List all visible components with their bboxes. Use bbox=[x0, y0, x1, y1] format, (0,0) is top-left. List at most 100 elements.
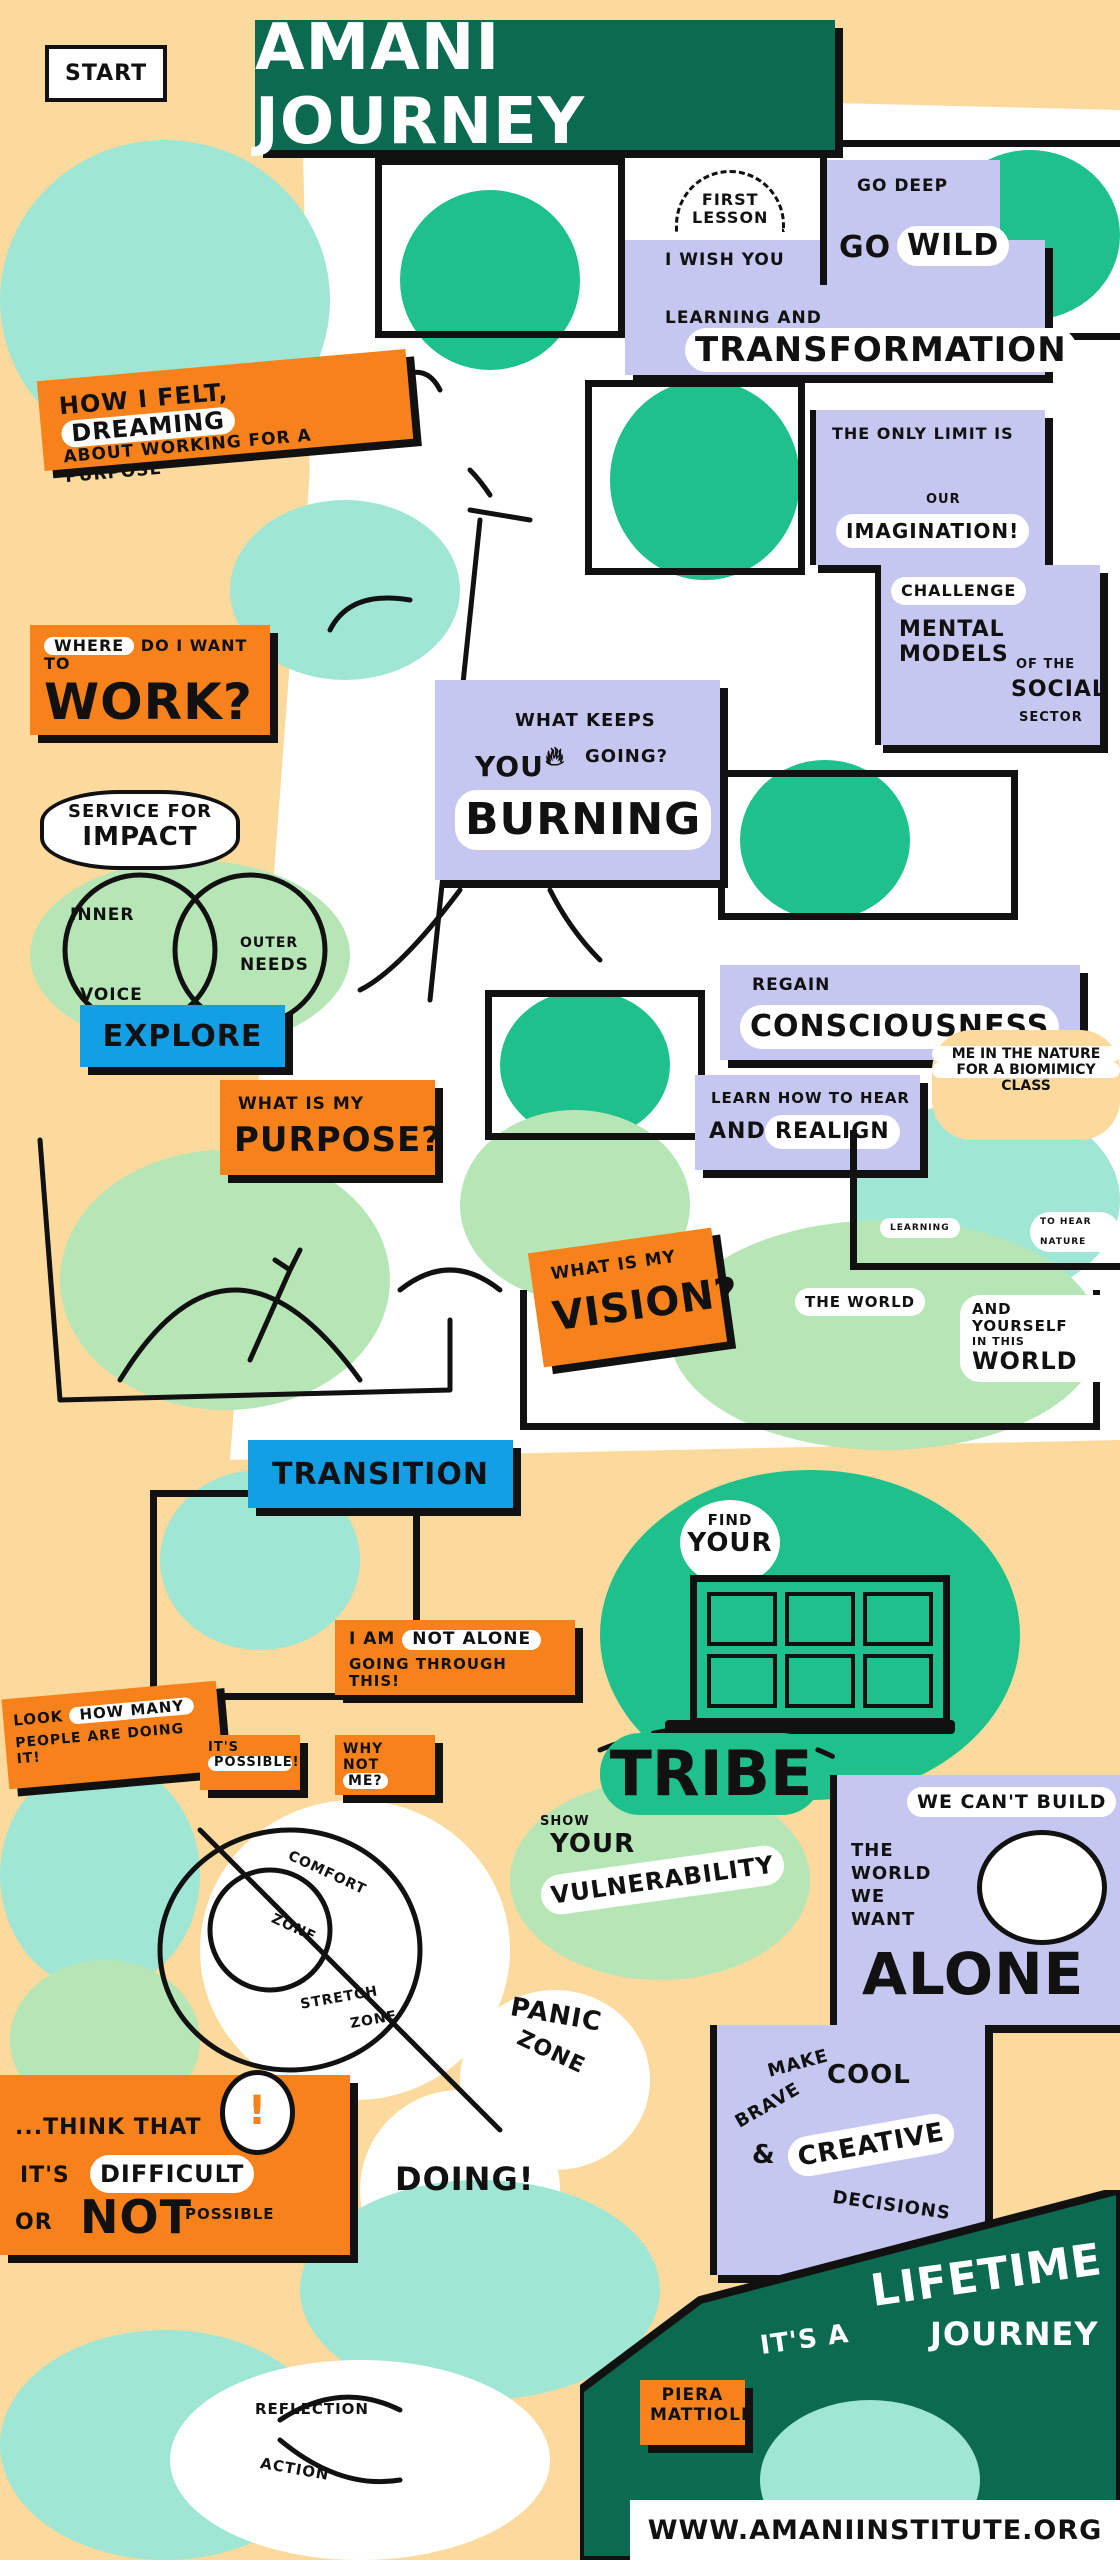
alone-world: WORLD bbox=[851, 1863, 932, 1884]
start-label: START bbox=[45, 45, 168, 102]
venn-voice: VOICE bbox=[80, 985, 143, 1005]
mental-models-card: CHALLENGE MENTAL MODELS OF THE SOCIAL SE… bbox=[875, 565, 1106, 745]
limit-imagination: IMAGINATION! bbox=[836, 514, 1030, 548]
nature-line3: CLASS bbox=[1001, 1078, 1051, 1095]
vulnerability-label: SHOW YOUR VULNERABILITY bbox=[538, 1814, 787, 1917]
difficult-not: NOT bbox=[80, 2190, 192, 2244]
alone-cant: WE CAN'T BUILD bbox=[907, 1787, 1117, 1817]
avatar-blob bbox=[740, 760, 910, 920]
why-label: WHY bbox=[343, 1741, 384, 1757]
venn-inner: INNER bbox=[70, 905, 135, 925]
possible-word: POSSIBLE! bbox=[208, 1755, 299, 1771]
go-wild-card: GO DEEP GO WILD bbox=[820, 160, 1010, 285]
go-deep-label: GO DEEP bbox=[857, 176, 949, 196]
video-frame bbox=[485, 990, 705, 1140]
possible-card: IT'S POSSIBLE! bbox=[200, 1735, 300, 1790]
realign-card: LEARN HOW TO HEAR AND REALIGN bbox=[695, 1075, 920, 1170]
work-where: WHERE bbox=[44, 636, 135, 656]
website-link[interactable]: WWW.AMANIINSTITUTE.ORG bbox=[630, 2500, 1120, 2560]
globe-icon bbox=[977, 1830, 1107, 1945]
explore-label: EXPLORE bbox=[80, 1005, 285, 1067]
alone-card: WE CAN'T BUILD THE WORLD WE WANT ALONE bbox=[830, 1775, 1120, 2025]
venn-needs: NEEDS bbox=[240, 955, 309, 975]
vision-world2: WORLD bbox=[972, 1347, 1078, 1376]
venn-outer: OUTER bbox=[240, 935, 299, 951]
difficult-word: DIFFICULT bbox=[90, 2155, 255, 2193]
not-alone-card: I AM NOT ALONE GOING THROUGH THIS! bbox=[335, 1620, 575, 1695]
alone-word: ALONE bbox=[862, 1940, 1085, 2008]
tribe-word: TRIBE bbox=[600, 1733, 822, 1815]
avatar-blob bbox=[610, 380, 800, 580]
imagination-card: THE ONLY LIMIT IS OUR IMAGINATION! bbox=[810, 410, 1045, 565]
realign-line1: LEARN HOW TO HEAR bbox=[711, 1089, 910, 1107]
difficult-possible: POSSIBLE bbox=[185, 2205, 275, 2223]
nature-bubble: ME IN THE NATURE FOR A BIOMIMICY CLASS bbox=[932, 1030, 1120, 1140]
wild-label: WILD bbox=[897, 226, 1010, 266]
doing-label: DOING! bbox=[395, 2160, 535, 2198]
purpose-word: PURPOSE? bbox=[234, 1120, 442, 1160]
laptop-icon bbox=[690, 1575, 950, 1725]
work-word: WORK? bbox=[44, 672, 253, 731]
author-card: PIERA MATTIOLI bbox=[640, 2380, 749, 2445]
avatar-blob bbox=[400, 190, 580, 370]
burning-you: YOU bbox=[475, 750, 544, 783]
blob bbox=[0, 1760, 200, 1990]
cycle-blob bbox=[170, 2360, 550, 2560]
how-many-look: LOOK bbox=[12, 1707, 65, 1730]
difficult-or: OR bbox=[15, 2210, 53, 2235]
possible-its: IT'S bbox=[208, 1740, 240, 1755]
mental-models: MENTAL MODELS bbox=[899, 617, 1009, 667]
nature-frame bbox=[850, 1130, 1120, 1270]
not-alone-word: NOT ALONE bbox=[402, 1629, 542, 1650]
nature-learning: LEARNING bbox=[880, 1218, 960, 1238]
vision-yourself-line: AND YOURSELF bbox=[972, 1300, 1068, 1336]
transition-label: TRANSITION bbox=[248, 1440, 513, 1508]
work-line1: DO I WANT TO bbox=[44, 636, 248, 674]
realign-and: AND bbox=[709, 1119, 766, 1144]
burning-card: WHAT KEEPS YOU 🔥︎ GOING? BURNING bbox=[435, 680, 720, 880]
burning-going: GOING? bbox=[585, 746, 669, 767]
go-label: GO bbox=[839, 230, 892, 265]
consciousness-regain: REGAIN bbox=[752, 975, 831, 995]
find-your-bubble: FIND YOUR bbox=[680, 1500, 780, 1585]
tribe-find: FIND bbox=[707, 1511, 753, 1529]
mental-sector: SECTOR bbox=[1019, 710, 1083, 725]
vision-world: THE WORLD bbox=[795, 1288, 926, 1316]
purpose-card: WHAT IS MY PURPOSE? bbox=[220, 1080, 441, 1175]
venn-service: SERVICE FOR bbox=[68, 801, 212, 822]
lifetime-journey: JOURNEY bbox=[930, 2315, 1099, 2353]
limit-our: OUR bbox=[926, 492, 961, 507]
vulnerability-show: SHOW bbox=[540, 1814, 590, 1829]
page-title: AMANI JOURNEY bbox=[255, 11, 835, 159]
flame-icon: 🔥︎ bbox=[545, 742, 566, 772]
how-many-card: LOOK HOW MANY PEOPLE ARE DOING IT! bbox=[1, 1680, 224, 1790]
mound-blob bbox=[60, 1150, 390, 1410]
decisions-brave: BRAVE bbox=[731, 2078, 804, 2133]
alone-the: THE bbox=[851, 1840, 894, 1861]
zone-blob bbox=[200, 1800, 510, 2100]
venn-impact: IMPACT bbox=[82, 821, 198, 852]
work-card: WHERE DO I WANT TO WORK? bbox=[30, 625, 270, 735]
author-last: MATTIOLI bbox=[650, 2404, 749, 2425]
vision-yourself: AND YOURSELF IN THIS WORLD bbox=[960, 1295, 1120, 1382]
nature-line2: FOR A BIOMIMICY bbox=[932, 1062, 1120, 1079]
alone-want: WANT bbox=[851, 1909, 916, 1930]
difficult-card: ...THINK THAT IT'S DIFFICULT OR NOT POSS… bbox=[0, 2070, 350, 2255]
alone-we: WE bbox=[851, 1886, 886, 1907]
tribe-your: YOUR bbox=[687, 1528, 773, 1559]
first-lesson-line2: LESSON bbox=[692, 208, 769, 228]
decisions-creative: CREATIVE bbox=[784, 2110, 958, 2180]
laptop-base bbox=[665, 1720, 955, 1734]
video-frame bbox=[718, 770, 1018, 920]
nature-hear: TO HEAR NATURE bbox=[1030, 1212, 1120, 1252]
mental-of-the: OF THE bbox=[1016, 657, 1076, 672]
lifetime-panel bbox=[580, 2190, 1120, 2560]
burning-line1: WHAT KEEPS bbox=[515, 710, 656, 731]
difficult-its: IT'S bbox=[20, 2163, 70, 2188]
video-frame bbox=[585, 380, 805, 575]
not-label: NOT bbox=[343, 1757, 380, 1774]
limit-line1: THE ONLY LIMIT IS bbox=[832, 424, 1014, 443]
me-label: ME? bbox=[343, 1773, 388, 1790]
vulnerability-your: YOUR bbox=[550, 1828, 636, 1859]
vision-in-this: IN THIS bbox=[972, 1334, 1025, 1348]
